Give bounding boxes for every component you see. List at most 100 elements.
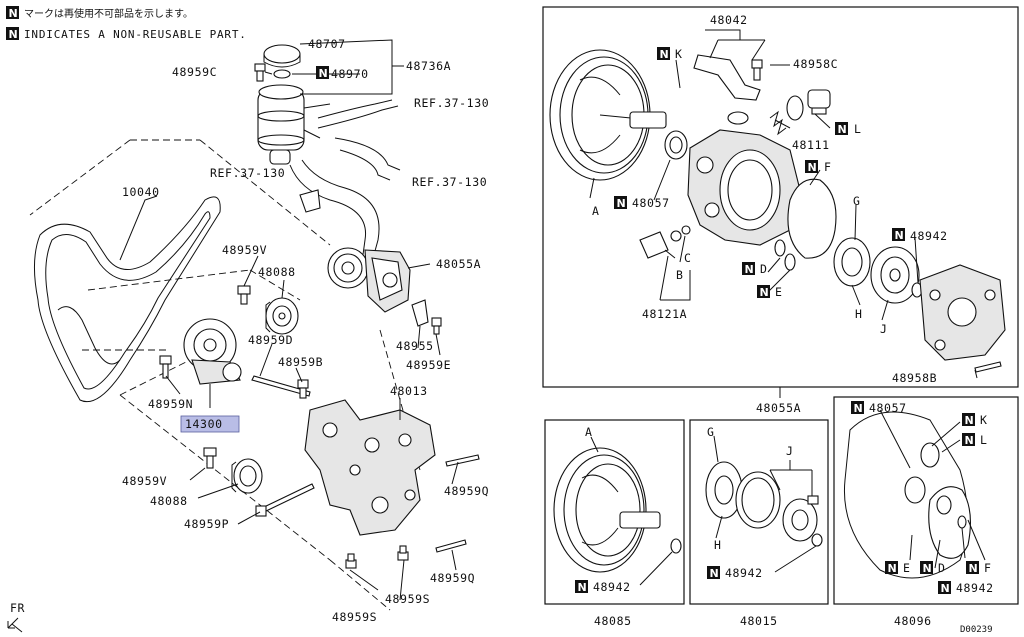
- long-bolt-48959D: [251, 375, 311, 397]
- oil-seal-48057: [664, 130, 688, 160]
- layout-dash: [82, 349, 331, 561]
- oil-seal-48057: [904, 476, 926, 504]
- leader-lines: [189, 384, 459, 601]
- leader-lines: [165, 255, 441, 395]
- svg-text:N: N: [710, 567, 719, 580]
- legend: N マークは再使用不可部品を示します。 N INDICATES A NON-RE…: [6, 6, 246, 41]
- pump-body: [687, 129, 801, 246]
- label-14300[interactable]: 14300: [185, 417, 223, 431]
- label-48013: 48013: [390, 384, 428, 398]
- svg-text:N: N: [965, 434, 974, 447]
- seal-E: [784, 253, 796, 271]
- bolt-head-48959P: [255, 505, 267, 517]
- layout-dash: [29, 139, 331, 246]
- non-reusable-badge: N: [757, 285, 770, 299]
- non-reusable-badge: N: [316, 66, 329, 80]
- label-J: J: [786, 444, 794, 458]
- front-arrow-icon: [7, 617, 23, 633]
- rear-cover: [919, 264, 1006, 361]
- label-L: L: [854, 122, 862, 136]
- bolt-48958B: [974, 361, 1002, 373]
- label-48057: 48057: [632, 196, 670, 210]
- label-ref-37-130-c: REF.37-130: [412, 175, 487, 189]
- bolt-48959E: [431, 317, 442, 335]
- label-48959S-a: 48959S: [385, 592, 430, 606]
- label-48111: 48111: [792, 138, 830, 152]
- non-reusable-badge: N: [6, 27, 19, 41]
- layout-dash: [87, 269, 301, 301]
- label-B: B: [676, 268, 684, 282]
- svg-text:N: N: [854, 402, 863, 415]
- panel-48085: A N 48942 48085: [544, 419, 685, 628]
- svg-text:N: N: [895, 229, 904, 242]
- non-reusable-badge: N: [892, 228, 905, 242]
- svg-text:N: N: [760, 286, 769, 299]
- label-48057: 48057: [869, 401, 907, 415]
- plug-L: [807, 89, 831, 115]
- ring-part: [735, 471, 781, 529]
- bracket-48955: [411, 299, 429, 327]
- bolt-48959S-a: [345, 553, 357, 569]
- panel-border: [833, 396, 1019, 605]
- return-hose-lower-edge: [334, 137, 401, 171]
- o-ring-48942: [670, 538, 682, 554]
- label-F: F: [824, 160, 832, 174]
- power-steering-pump: [327, 247, 411, 313]
- non-reusable-badge: N: [707, 566, 720, 580]
- label-48959Q-a: 48959Q: [444, 484, 489, 498]
- svg-text:N: N: [941, 582, 950, 595]
- gasket-set: [928, 486, 971, 559]
- panel-caption-48085: 48085: [594, 614, 632, 628]
- pump-body-outline: [843, 411, 968, 579]
- label-48970: 48970: [331, 67, 369, 81]
- bolt-48959C: [254, 63, 266, 82]
- label-48942: 48942: [593, 580, 631, 594]
- idler-pulley-48088-top: [265, 297, 299, 335]
- seal-D: [774, 239, 786, 257]
- label-48959P: 48959P: [184, 517, 229, 531]
- label-48955: 48955: [396, 339, 434, 353]
- label-E: E: [775, 285, 783, 299]
- pulley-A: [553, 447, 661, 573]
- o-ring-48942: [811, 533, 823, 547]
- non-reusable-badge: N: [6, 6, 19, 20]
- bolt-48959B: [297, 379, 309, 399]
- o-ring-K: [920, 442, 940, 468]
- label-H: H: [714, 538, 722, 552]
- panel-border: [544, 419, 685, 605]
- diagram-id: D00239: [960, 625, 993, 635]
- label-48959C: 48959C: [172, 65, 217, 79]
- label-48959Q-b: 48959Q: [430, 571, 475, 585]
- reservoir-tank: [257, 84, 331, 165]
- return-hose-upper: [317, 99, 393, 119]
- svg-text:N: N: [9, 7, 18, 20]
- svg-text:N: N: [578, 581, 587, 594]
- bolt-48959Q-b: [435, 539, 467, 553]
- label-A: A: [585, 425, 593, 439]
- leader-lines: [589, 29, 978, 379]
- non-reusable-badge: N: [614, 196, 627, 210]
- label-48959V-bottom: 48959V: [122, 474, 167, 488]
- label-48959N: 48959N: [148, 397, 193, 411]
- drive-belt: [33, 196, 221, 402]
- label-ref-37-130-a: REF.37-130: [414, 96, 489, 110]
- non-reusable-badge: N: [805, 160, 818, 174]
- o-ring-K: [786, 95, 804, 121]
- label-48942: 48942: [725, 566, 763, 580]
- label-fr: FR: [10, 601, 25, 615]
- label-48959B: 48959B: [278, 355, 323, 369]
- non-reusable-badge: N: [920, 561, 933, 575]
- label-48959V-top: 48959V: [222, 243, 267, 257]
- label-K: K: [980, 413, 988, 427]
- label-D: D: [938, 561, 946, 575]
- pump-bracket-48013: [304, 399, 436, 536]
- leader-lines: [119, 195, 158, 261]
- svg-text:N: N: [617, 197, 626, 210]
- label-48958B: 48958B: [892, 371, 937, 385]
- bolt-48958C: [751, 59, 763, 81]
- vane: [807, 495, 819, 505]
- svg-text:N: N: [888, 562, 897, 575]
- svg-text:N: N: [965, 414, 974, 427]
